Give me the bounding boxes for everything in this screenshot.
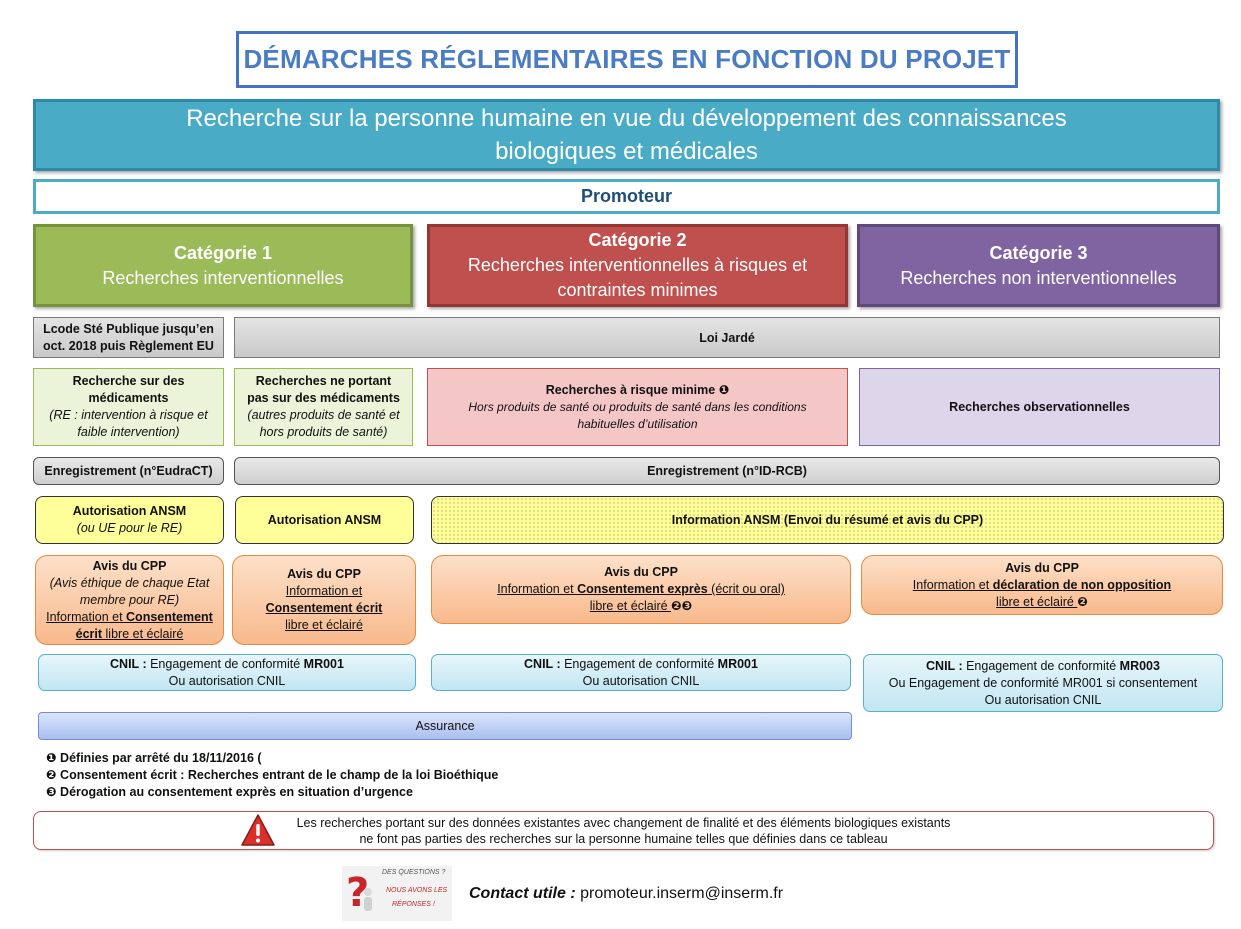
banner-line-1: Recherche sur la personne humaine en vue…	[186, 105, 1067, 132]
cpp-avis-3: Avis du CPP Information et Consentement …	[431, 555, 851, 624]
cpp-1-line-4: Information et Consentement	[46, 609, 213, 624]
footnotes: ❶ Définies par arrêté du 18/11/2016 ( ❷ …	[46, 750, 498, 801]
promoteur-label: Promoteur	[580, 186, 672, 206]
assurance-bar: Assurance	[38, 712, 852, 740]
cpp-1-line-3: membre pour RE)	[79, 592, 180, 607]
questions-logo: ? DES QUESTIONS ? NOUS AVONS LES RÉPONSE…	[342, 866, 452, 921]
law-left-line-2: oct. 2018 puis Règlement EU	[43, 338, 214, 353]
cpp-2-line-3: Consentement écrit	[265, 601, 383, 615]
warning-line-1: Les recherches portant sur des données e…	[296, 815, 951, 830]
warning-line-2: ne font pas parties des recherches sur l…	[359, 831, 888, 846]
warning-icon	[241, 814, 275, 846]
footnote-3: ❸ Dérogation au consentement exprès en s…	[46, 785, 413, 799]
cpp-4-title: Avis du CPP	[1005, 560, 1079, 575]
research-risque-minime: Recherches à risque minime ❶ Hors produi…	[427, 368, 848, 446]
cpp-2-title: Avis du CPP	[287, 567, 361, 581]
category-1-name: Catégorie 1	[173, 242, 273, 263]
category-1: Catégorie 1 Recherches interventionnelle…	[33, 224, 413, 307]
med-title-2: médicaments	[88, 391, 169, 405]
assurance-label: Assurance	[415, 719, 475, 733]
cpp-3-line-2: Information et Consentement exprès (écri…	[497, 582, 785, 596]
nonmed-title-1: Recherches ne portant	[255, 374, 392, 388]
question-mark-icon: ?	[346, 870, 372, 916]
research-banner: Recherche sur la personne humaine en vue…	[33, 99, 1220, 171]
med-sub-2: faible intervention)	[77, 425, 180, 439]
law-box-sante-publique: Lcode Sté Publique jusqu’en oct. 2018 pu…	[33, 317, 224, 358]
cnil-2-line-2: Ou autorisation CNIL	[582, 673, 700, 688]
nonmed-sub-1: (autres produits de santé et	[247, 408, 400, 422]
cpp-avis-1: Avis du CPP (Avis éthique de chaque Etat…	[35, 555, 224, 645]
cnil-3-line-3: Ou autorisation CNIL	[984, 692, 1102, 707]
contact-label: Contact utile :	[469, 885, 576, 902]
nonmed-sub-2: hors produits de santé)	[259, 425, 388, 439]
ansm-autorisation-2: Autorisation ANSM	[235, 496, 414, 544]
cnil-3-line-2: Ou Engagement de conformité MR001 si con…	[888, 675, 1198, 690]
registration-idrcb: Enregistrement (n°ID-RCB)	[234, 457, 1220, 485]
ansm-1-line-2: (ou UE pour le RE)	[76, 521, 183, 535]
cnil-2-line-1: CNIL : Engagement de conformité MR001	[524, 656, 758, 671]
registration-idrcb-label: Enregistrement (n°ID-RCB)	[647, 464, 807, 478]
warning-box: Les recherches portant sur des données e…	[33, 811, 1214, 850]
ansm-autorisation-1: Autorisation ANSM (ou UE pour le RE)	[35, 496, 224, 544]
category-2-desc-line-1: Recherches interventionnelles à risques …	[467, 255, 808, 275]
research-non-medicaments: Recherches ne portant pas sur des médica…	[234, 368, 413, 446]
cpp-4-line-2: Information et déclaration de non opposi…	[912, 577, 1172, 592]
page-title: DÉMARCHES RÉGLEMENTAIRES EN FONCTION DU …	[243, 44, 1011, 74]
logo-text-2: NOUS AVONS LES	[386, 887, 448, 894]
obs-label: Recherches observationnelles	[949, 400, 1130, 414]
research-medicaments: Recherche sur des médicaments (RE : inte…	[33, 368, 224, 446]
risk-sub-2: habituelles d’utilisation	[577, 416, 698, 431]
ansm-1-line-1: Autorisation ANSM	[72, 504, 187, 518]
category-2-desc-line-2: contraintes minimes	[557, 280, 718, 300]
cnil-box-2: CNIL : Engagement de conformité MR001 Ou…	[431, 654, 851, 691]
cpp-1-title: Avis du CPP	[92, 558, 167, 573]
cpp-2-line-4: libre et éclairé	[285, 618, 363, 632]
research-observationnelles: Recherches observationnelles	[859, 368, 1220, 446]
registration-eudract-label: Enregistrement (n°EudraCT)	[44, 464, 213, 478]
med-title-1: Recherche sur des	[72, 374, 185, 388]
svg-text:?: ?	[346, 870, 369, 916]
cnil-1-line-1: CNIL : Engagement de conformité MR001	[110, 656, 344, 671]
category-2: Catégorie 2 Recherches interventionnelle…	[427, 224, 848, 307]
cnil-box-1: CNIL : Engagement de conformité MR001 Ou…	[38, 654, 416, 691]
page-title-box: DÉMARCHES RÉGLEMENTAIRES EN FONCTION DU …	[236, 31, 1018, 88]
cpp-avis-4: Avis du CPP Information et déclaration d…	[861, 555, 1223, 615]
law-jarde-label: Loi Jardé	[699, 330, 755, 345]
cnil-box-3: CNIL : Engagement de conformité MR003 Ou…	[863, 654, 1223, 712]
ansm-information: Information ANSM (Envoi du résumé et avi…	[431, 496, 1224, 544]
nonmed-title-2: pas sur des médicaments	[247, 391, 400, 405]
promoteur-bar: Promoteur	[33, 179, 1220, 214]
footnote-1: ❶ Définies par arrêté du 18/11/2016 (	[46, 751, 262, 765]
category-1-desc: Recherches interventionnelles	[102, 267, 344, 288]
banner-line-2: biologiques et médicales	[495, 138, 758, 165]
cnil-1-line-2: Ou autorisation CNIL	[168, 673, 286, 688]
category-3-name: Catégorie 3	[989, 242, 1088, 263]
contact-email[interactable]: promoteur.inserm@inserm.fr	[575, 885, 784, 902]
ansm-2-label: Autorisation ANSM	[267, 512, 382, 527]
registration-eudract: Enregistrement (n°EudraCT)	[33, 457, 224, 485]
cpp-3-title: Avis du CPP	[604, 565, 678, 579]
cnil-3-line-1: CNIL : Engagement de conformité MR003	[926, 658, 1160, 673]
logo-text-3: RÉPONSES !	[392, 901, 435, 908]
risk-title: Recherches à risque minime ❶	[545, 382, 730, 397]
category-3-desc: Recherches non interventionnelles	[900, 267, 1177, 288]
cpp-1-line-2: (Avis éthique de chaque Etat	[49, 575, 210, 590]
ansm-info-label: Information ANSM (Envoi du résumé et avi…	[671, 513, 984, 527]
cpp-avis-2: Avis du CPP Information et Consentement …	[232, 555, 416, 645]
contact-line: Contact utile : promoteur.inserm@inserm.…	[469, 885, 783, 903]
cpp-3-line-3: libre et éclairé ❷❸	[589, 599, 693, 613]
footnote-2: ❷ Consentement écrit : Recherches entran…	[46, 768, 499, 782]
med-sub-1: (RE : intervention à risque et	[49, 408, 208, 422]
cpp-4-line-3: libre et éclairé ❷	[996, 594, 1088, 609]
law-box-jarde: Loi Jardé	[234, 317, 1220, 358]
risk-sub-1: Hors produits de santé ou produits de sa…	[468, 399, 807, 414]
category-2-name: Catégorie 2	[588, 230, 687, 250]
cpp-2-line-2: Information et	[285, 584, 363, 598]
category-3: Catégorie 3 Recherches non interventionn…	[857, 224, 1220, 307]
law-left-line-1: Lcode Sté Publique jusqu’en	[43, 321, 214, 336]
cpp-1-line-5: écrit libre et éclairé	[75, 626, 184, 641]
logo-text-1: DES QUESTIONS ?	[382, 869, 446, 876]
